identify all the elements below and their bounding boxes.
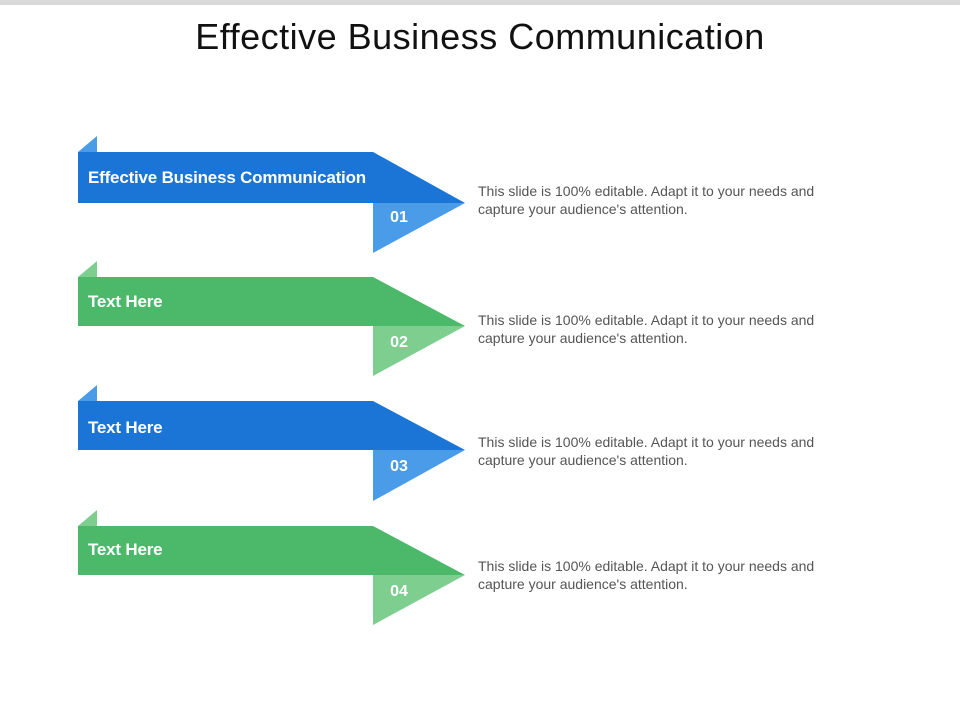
step-03: Text Here 03 This slide is 100% editable… [0,385,960,505]
step-number-01: 01 [390,209,408,226]
step-label-02: Text Here [88,292,163,311]
arrow-shape-03 [78,385,465,501]
step-01: Effective Business Communication 01 This… [0,136,960,256]
step-label-03: Text Here [88,418,163,437]
step-label-01: Effective Business Communication [88,168,366,187]
step-label-04: Text Here [88,540,163,559]
step-number-03: 03 [390,458,408,475]
slide-title: Effective Business Communication [195,16,765,57]
step-04: Text Here 04 This slide is 100% editable… [0,510,960,630]
step-description-03: This slide is 100% editable. Adapt it to… [478,434,815,468]
step-number-02: 02 [390,334,408,351]
step-number-04: 04 [390,583,408,600]
top-accent-bar [0,0,960,5]
step-description-01: This slide is 100% editable. Adapt it to… [478,183,815,217]
arrow-shape-04 [78,510,465,625]
step-02: Text Here 02 This slide is 100% editable… [0,261,960,381]
arrow-shape-01 [78,136,465,253]
step-description-04: This slide is 100% editable. Adapt it to… [478,558,815,592]
step-description-02: This slide is 100% editable. Adapt it to… [478,312,815,346]
arrow-shape-02 [78,261,465,376]
